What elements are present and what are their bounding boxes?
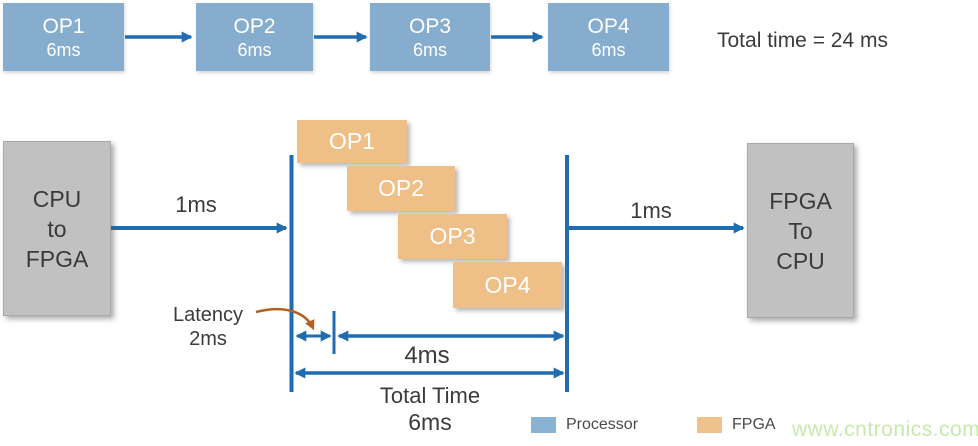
gray-box-line: FPGA	[769, 187, 832, 214]
op-name: OP3	[408, 14, 452, 38]
latency-label-text: Latency	[172, 304, 244, 326]
sequential-op3-box: OP3 6ms	[370, 3, 490, 71]
op-name: OP2	[233, 14, 276, 38]
total-time-label: Total Time 6ms	[370, 382, 490, 436]
watermark-text: www.cntronics.com	[792, 418, 978, 441]
cpu-to-fpga-box: CPU to FPGA	[3, 141, 111, 316]
op-name: OP2	[377, 175, 425, 201]
op-time: 6ms	[591, 39, 626, 60]
transfer-in-time-label: 1ms	[175, 192, 217, 217]
sequential-total-time-label: Total time = 24 ms	[717, 29, 888, 52]
pipeline-op4-box: OP4	[453, 262, 562, 308]
fpga-legend-swatch	[697, 417, 722, 433]
op-time: 6ms	[412, 39, 447, 60]
pipeline-op1-box: OP1	[297, 120, 407, 163]
processor-legend-label: Processor	[566, 416, 639, 433]
fpga-to-cpu-box: FPGA To CPU	[747, 143, 854, 318]
gray-box-line: FPGA	[25, 245, 89, 272]
processor-legend-swatch	[531, 417, 556, 433]
gray-box-line: To	[788, 217, 813, 244]
total-time-text: Total Time	[379, 383, 481, 408]
transfer-out-time-label: 1ms	[630, 198, 672, 223]
gray-box-line: CPU	[32, 185, 82, 212]
total-time-value: 6ms	[408, 409, 452, 435]
gray-box-line: to	[47, 215, 67, 242]
gray-box-line: CPU	[776, 247, 825, 274]
pipeline-op3-box: OP3	[398, 214, 507, 259]
latency-value-text: 2ms	[189, 328, 227, 350]
fpga-legend-label: FPGA	[732, 416, 776, 433]
sequential-op1-box: OP1 6ms	[3, 3, 124, 71]
op-name: OP1	[328, 128, 376, 154]
op-name: OP4	[484, 271, 531, 298]
pipeline-span-label: 4ms	[404, 342, 450, 369]
latency-pointer-arrow	[255, 307, 315, 331]
op-name: OP1	[42, 14, 85, 38]
op-time: 6ms	[237, 39, 272, 60]
op-name: OP3	[429, 223, 476, 249]
op-name: OP4	[587, 14, 630, 38]
op-time: 6ms	[46, 39, 81, 60]
sequential-op4-box: OP4 6ms	[548, 3, 669, 71]
sequential-op2-box: OP2 6ms	[196, 3, 313, 71]
latency-label: Latency 2ms	[158, 303, 258, 351]
pipeline-op2-box: OP2	[347, 166, 455, 211]
